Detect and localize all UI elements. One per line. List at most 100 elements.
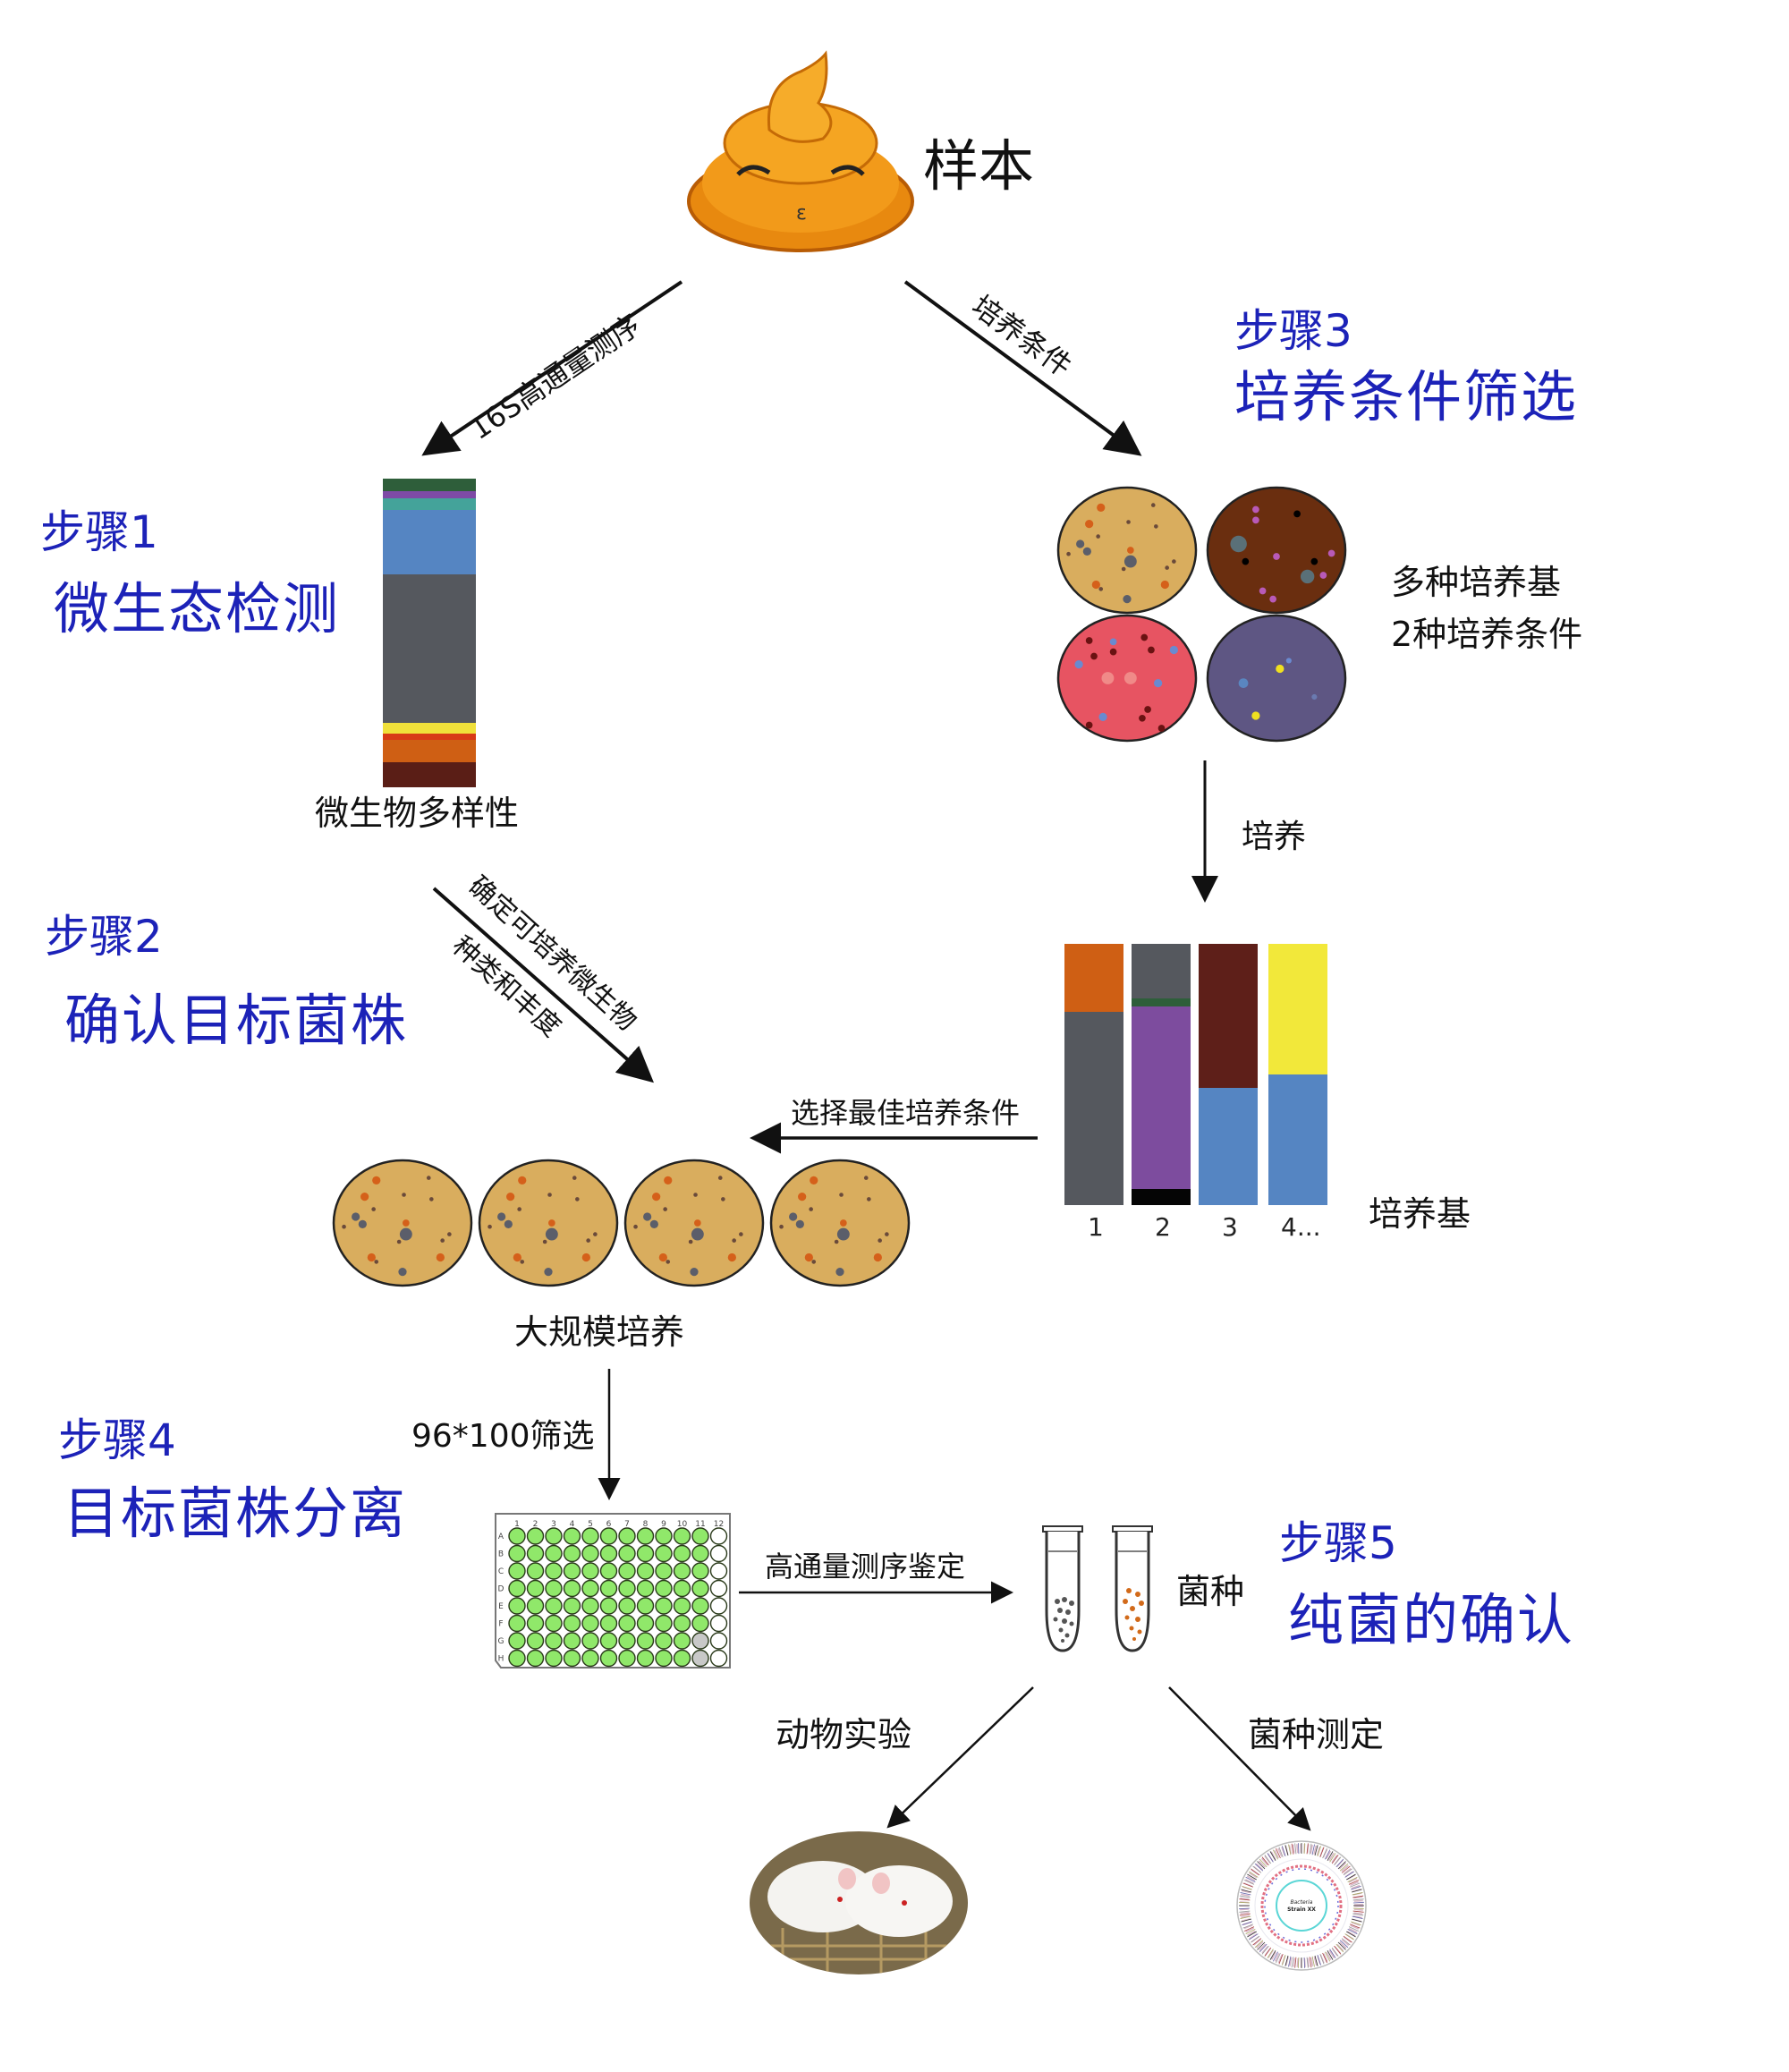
colony (885, 1232, 889, 1236)
colony (1140, 633, 1149, 641)
well (508, 1544, 526, 1563)
colony (342, 1224, 346, 1229)
step-5-title: 纯菌的确认 (1288, 1587, 1575, 1652)
colony (810, 1176, 818, 1185)
plate-tan (1056, 486, 1198, 615)
genome-tick (1352, 1892, 1363, 1896)
well (563, 1527, 581, 1545)
colony (1074, 659, 1083, 669)
well (673, 1614, 691, 1633)
genome-tick (1252, 1938, 1262, 1946)
media-bar-segment (1132, 1006, 1191, 1190)
colony (1148, 646, 1155, 654)
genome-tick (1339, 1863, 1349, 1872)
well (709, 1597, 728, 1615)
media-bar-segment (1064, 944, 1123, 1012)
well (636, 1562, 655, 1580)
genome-tick (1319, 1954, 1325, 1965)
well (618, 1579, 636, 1598)
genome-tick (1269, 1950, 1276, 1960)
colony (1154, 524, 1158, 529)
colony (1098, 712, 1107, 722)
colony (1172, 559, 1176, 564)
media-bar-tick: 3 (1222, 1212, 1238, 1242)
colony (836, 1227, 850, 1241)
colony (739, 1232, 743, 1236)
genome-tick (1334, 1945, 1342, 1955)
genome-tick (1351, 1889, 1362, 1893)
step-3-label: 步骤3 (1234, 305, 1352, 357)
colony (1126, 520, 1131, 524)
genome-tick (1242, 1885, 1252, 1890)
well (599, 1614, 618, 1633)
colony (586, 1238, 590, 1243)
genome-tick (1285, 1955, 1289, 1966)
colony (664, 1176, 673, 1185)
media-bar-2 (1132, 944, 1191, 1205)
genome-tick (1285, 1845, 1289, 1856)
well (599, 1632, 618, 1650)
genome-tick (1281, 1846, 1286, 1856)
genome-tick (1239, 1907, 1251, 1910)
genome-tick (1254, 1940, 1264, 1949)
genome-tick (1291, 1843, 1294, 1855)
genome-tick (1267, 1853, 1274, 1863)
well (709, 1527, 728, 1545)
genome-tick (1306, 1957, 1309, 1968)
colony (1154, 678, 1163, 688)
colony (1252, 516, 1259, 524)
well (709, 1562, 728, 1580)
media-bar-tick: 1 (1088, 1212, 1104, 1242)
genome-tick (1243, 1880, 1255, 1885)
well (673, 1597, 691, 1615)
media-bar-segment (1132, 998, 1191, 1007)
genome-tick (1251, 1935, 1260, 1943)
colony (1310, 557, 1318, 565)
colony (691, 1227, 704, 1241)
colony (572, 1176, 577, 1180)
strain-test-label: 菌种测定 (1248, 1715, 1385, 1754)
colony (545, 1227, 558, 1241)
colony (835, 1267, 844, 1277)
genome-tick (1335, 1858, 1344, 1868)
well (673, 1649, 691, 1668)
colony (1150, 503, 1156, 507)
genome-tick (1252, 1865, 1262, 1873)
genome-tick (1254, 1863, 1264, 1872)
colony (426, 1176, 431, 1180)
genome-tick (1278, 1847, 1284, 1857)
colony (1139, 714, 1146, 722)
well (563, 1649, 581, 1668)
diversity-segment (383, 490, 476, 499)
well-column-label: 9 (661, 1520, 666, 1529)
well (508, 1614, 526, 1633)
media-bars-label: 培养基 (1369, 1194, 1471, 1234)
genome-tick (1343, 1868, 1352, 1876)
colony (504, 1219, 513, 1229)
genome-tick (1272, 1951, 1279, 1962)
diversity-segment (383, 739, 476, 763)
colony (1109, 648, 1117, 656)
step-3: 步骤3 培养条件筛选 (1234, 309, 1578, 425)
well (581, 1614, 599, 1633)
genome-tick (1351, 1885, 1361, 1890)
genome-tick (1269, 1851, 1276, 1861)
genome-tick (1288, 1956, 1292, 1967)
well (709, 1614, 728, 1633)
well (655, 1597, 673, 1615)
media-bar-tick: 4... (1281, 1212, 1321, 1242)
genome-tick (1239, 1898, 1251, 1901)
genome-tick (1245, 1876, 1256, 1883)
genome-tick (1297, 1957, 1300, 1968)
colony (1121, 566, 1126, 572)
well-column-label: 3 (551, 1520, 556, 1529)
genome-tick (1240, 1915, 1251, 1919)
step-4: 步骤4 目标菌株分离 (58, 1418, 407, 1541)
colony (779, 1224, 784, 1229)
well (655, 1527, 673, 1545)
plate-brown (1206, 486, 1347, 615)
colony (436, 1253, 445, 1262)
media-bar-segment (1132, 944, 1191, 999)
colony (1096, 534, 1100, 539)
tube-orange (1112, 1525, 1153, 1652)
